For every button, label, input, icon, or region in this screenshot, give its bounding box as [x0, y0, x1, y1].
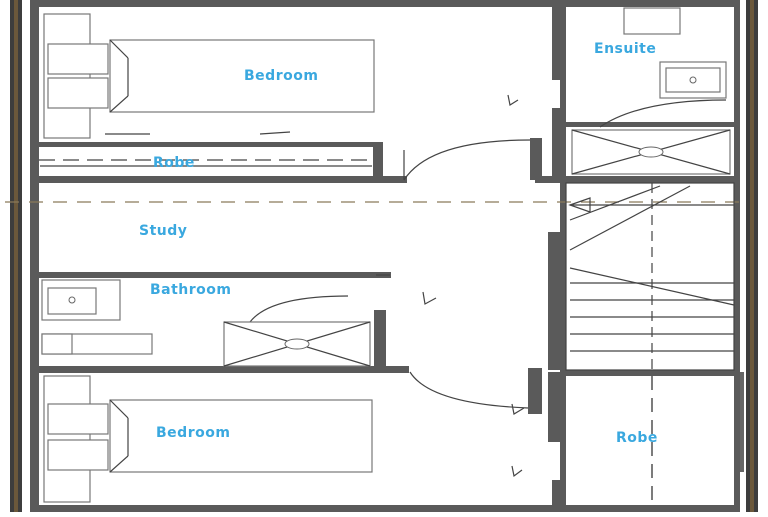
ensuite-fixtures	[571, 7, 731, 175]
door-swing-top	[403, 94, 531, 181]
interior-walls	[39, 7, 734, 508]
room-label-robe-right: Robe	[616, 430, 658, 446]
bed-top	[43, 13, 375, 139]
room-label-bedroom-bottom: Bedroom	[156, 425, 231, 441]
bed-bottom	[43, 375, 373, 503]
bathroom-fixtures	[41, 274, 390, 367]
room-label-ensuite: Ensuite	[594, 41, 657, 57]
stair	[565, 182, 735, 371]
exterior-walls	[10, 0, 758, 512]
room-label-bedroom-top: Bedroom	[244, 68, 319, 84]
robe-top-doors	[39, 131, 372, 167]
door-swing-bottom	[409, 291, 529, 478]
room-label-robe-left: Robe	[153, 155, 195, 171]
room-label-bathroom: Bathroom	[150, 282, 232, 298]
room-label-study: Study	[139, 223, 188, 239]
robe-right-rail	[740, 372, 744, 472]
